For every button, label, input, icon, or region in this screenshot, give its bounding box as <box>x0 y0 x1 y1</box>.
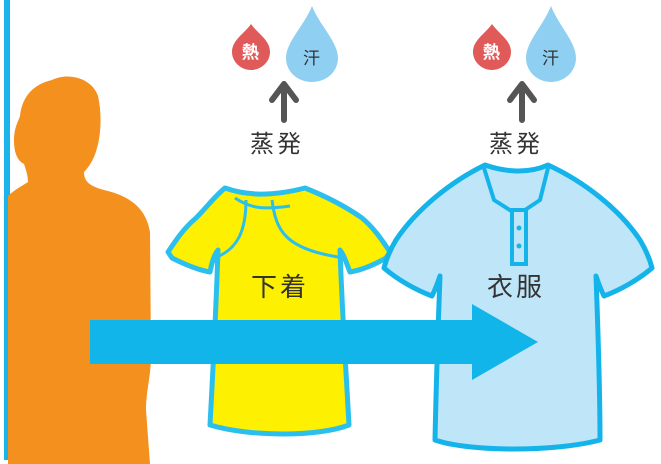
undershirt-label: 下着 <box>251 273 310 303</box>
heat-label: 熱 <box>483 43 500 63</box>
heat-drop-icon <box>473 24 511 70</box>
arrow-right-icon <box>90 304 538 380</box>
sweat-label: 汗 <box>542 49 559 69</box>
t-shirt-icon <box>165 185 393 437</box>
heat-label: 熱 <box>242 43 259 63</box>
right-evaporation-group <box>473 6 576 123</box>
left-evaporation-group <box>232 6 338 123</box>
arrow-up-icon <box>507 81 537 123</box>
sweat-drop-icon <box>286 6 338 82</box>
evaporation-label: 蒸発 <box>489 130 543 158</box>
polo-shirt-icon <box>381 162 655 452</box>
sweat-drop-icon <box>526 6 576 82</box>
arrow-up-icon <box>269 81 299 123</box>
sweat-label: 汗 <box>303 49 320 69</box>
evaporation-label: 蒸発 <box>250 130 304 158</box>
heat-drop-icon <box>232 24 270 70</box>
shirt-label: 衣服 <box>487 273 546 303</box>
person-silhouette-icon <box>8 76 151 464</box>
